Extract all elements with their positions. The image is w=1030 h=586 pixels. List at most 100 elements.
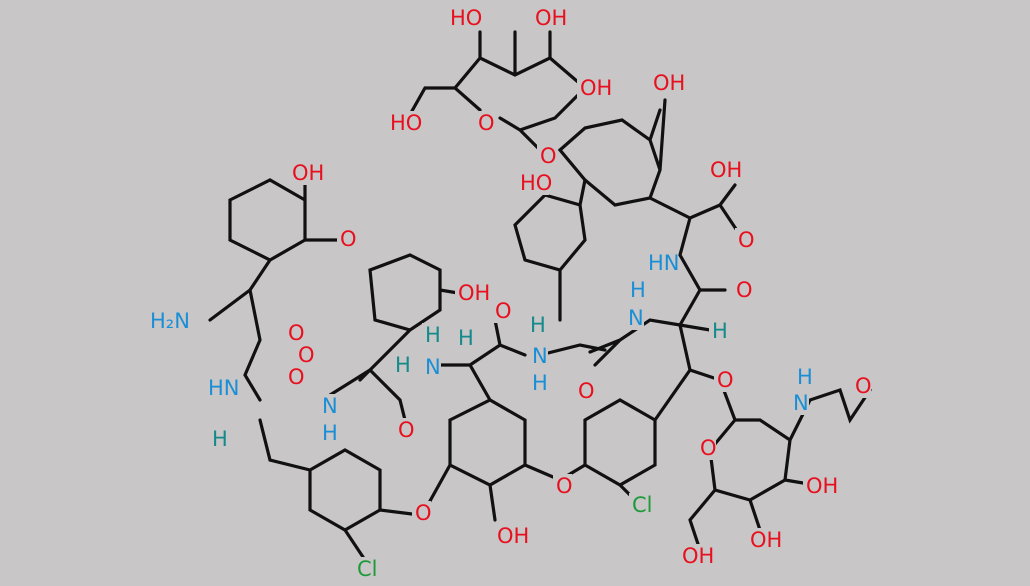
atom-label-bg [697, 436, 716, 460]
atom-label-bg [650, 71, 682, 95]
atom-label-o-amide-left2: O [298, 343, 315, 367]
atom-label-oh-left-top: OH [292, 161, 324, 185]
atom-label-h-stereo-center: H [458, 326, 474, 350]
atom-label-o-glycoside: O [540, 144, 557, 168]
atom-label-hn-left: HN [208, 376, 240, 400]
atom-label-bg [422, 323, 441, 347]
atom-label-bg [354, 557, 386, 581]
atom-label-bg [494, 524, 526, 548]
atom-label-nh-acetyl-h: H [797, 365, 813, 389]
atom-label-h2n: H₂N [150, 309, 190, 333]
atom-label-h-stereo-left: H [212, 427, 228, 451]
atom-label-bg [532, 6, 564, 30]
atom-label-bg [794, 365, 813, 389]
atom-label-bg [577, 76, 609, 100]
atom-label-bg [337, 227, 356, 251]
atom-label-o-ether-low-right: O [556, 474, 573, 498]
atom-label-nh-upper-right: HN [648, 251, 680, 275]
atom-label-bg [447, 6, 479, 30]
atom-label-oh-sugar2-bottom: OH [750, 528, 782, 552]
atom-label-o-ether-right: O [717, 368, 734, 392]
atom-label-bg [455, 326, 474, 350]
atom-label-h-stereo-right: H [712, 319, 728, 343]
atom-label-bg [529, 371, 548, 395]
atom-label-bg [209, 427, 228, 451]
atom-label-nh-acetyl-n: N [793, 391, 809, 415]
atom-label-bg [387, 111, 419, 135]
atom-label-ho-ring-mid: HO [520, 171, 552, 195]
atom-label-oh-sugar-top-left: HO [450, 6, 482, 30]
atom-label-bg [625, 306, 644, 330]
atom-label-bg [553, 474, 572, 498]
atom-label-bg [790, 391, 809, 415]
atom-label-bg [735, 228, 754, 252]
atom-label-oh-sugar-top-right: OH [535, 6, 567, 30]
atom-label-h-stereo-mid: H [530, 313, 546, 337]
atom-label-bg [707, 158, 739, 182]
atom-label-h-center-ring: H [425, 323, 441, 347]
atom-label-bg [709, 319, 728, 343]
atom-label-o-ether-left: O [340, 227, 357, 251]
atom-label-bg [455, 281, 487, 305]
atom-label-bg [714, 368, 733, 392]
atom-label-bg [289, 161, 321, 185]
atom-label-o-acetyl: O [855, 374, 872, 398]
atom-label-o-amide-mid-right: O [578, 379, 595, 403]
atom-label-bg [679, 544, 711, 568]
atom-label-o-amide-center-low: O [398, 418, 415, 442]
atom-label-nh-right-h: H [630, 278, 646, 302]
atom-label-bg [803, 474, 835, 498]
atom-label-bg [537, 144, 556, 168]
atom-label-o-ether-low-left: O [415, 501, 432, 525]
atom-label-bg [527, 313, 546, 337]
atom-label-bg [852, 374, 871, 398]
atom-label-oh-ring-top: OH [653, 71, 685, 95]
atom-label-o-sugar-ring: O [478, 111, 495, 135]
atom-label-cl-left: Cl [357, 557, 378, 581]
atom-label-bg [627, 278, 646, 302]
atom-label-h-stereo-left2: H [395, 353, 411, 377]
atom-label-bg [422, 355, 441, 379]
atom-label-bg [629, 493, 661, 517]
atom-label-nh-center-right-n: N [532, 344, 548, 368]
atom-label-nh-center-n: N [425, 355, 441, 379]
atom-label-nh-left-h: H [322, 421, 338, 445]
atom-label-bg [575, 379, 594, 403]
atom-label-cl-right: Cl [632, 493, 653, 517]
atom-label-o-sugar2-ring: O [700, 436, 717, 460]
atom-label-nh-right-n: N [628, 306, 644, 330]
atom-label-bg [475, 111, 494, 135]
atom-label-bg [747, 528, 779, 552]
atom-label-bg [295, 343, 314, 367]
atom-label-bg [492, 299, 511, 323]
atom-label-bg [285, 365, 304, 389]
atom-label-bg [733, 278, 752, 302]
atom-label-o-amide-left3: O [288, 365, 305, 389]
atom-label-oh-sugar2-right: OH [806, 474, 838, 498]
atom-label-bg [529, 344, 548, 368]
atom-label-oh-bottom: OH [497, 524, 529, 548]
atom-label-amide-o-upper-right: O [736, 278, 753, 302]
atom-label-bg [285, 321, 304, 345]
atom-label-bg [319, 394, 338, 418]
atom-label-nh-center-right-h: H [532, 371, 548, 395]
atom-label-o-amide-center-top: O [495, 299, 512, 323]
atom-label-bg [395, 418, 414, 442]
atom-label-bg [645, 251, 677, 275]
atom-label-oh-center-ring: OH [458, 281, 490, 305]
atom-label-bg [392, 353, 411, 377]
atom-label-bg [517, 171, 549, 195]
atom-label-cooh-o: O [738, 228, 755, 252]
atom-label-cooh-oh: OH [710, 158, 742, 182]
atom-label-oh-sugar-right: OH [580, 76, 612, 100]
atom-label-nh-left-n: N [322, 394, 338, 418]
atom-label-bg [319, 421, 338, 445]
atom-label-bg [205, 376, 237, 400]
atom-label-o-amide-left: O [288, 321, 305, 345]
atom-label-ho-sugar-ch2: HO [390, 111, 422, 135]
atom-label-bg [412, 501, 431, 525]
atom-label-oh-sugar2-ch2: OH [682, 544, 714, 568]
